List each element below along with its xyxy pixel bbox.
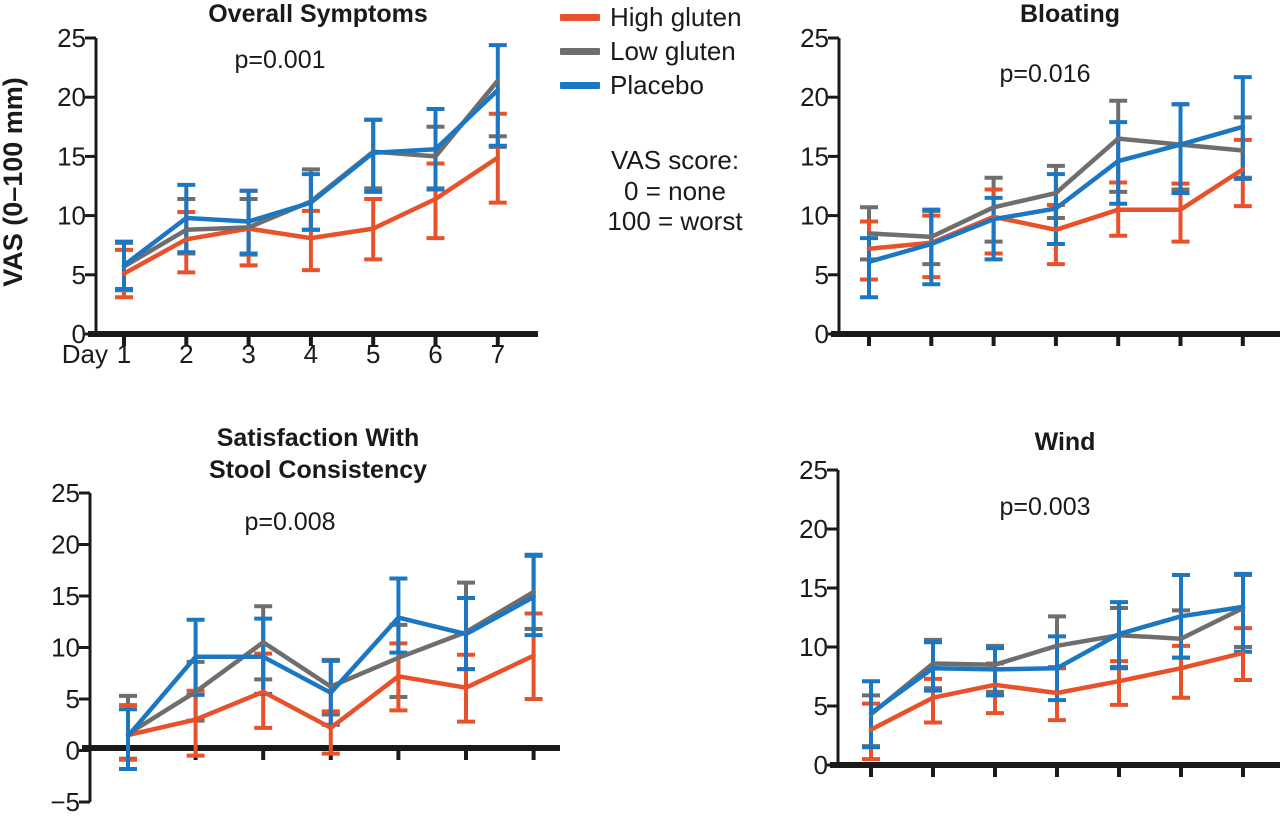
legend-item-placebo: Placebo — [560, 68, 790, 102]
y-tick-label: 5 — [72, 260, 86, 290]
x-tick-label: 1 — [117, 339, 131, 369]
chart-panel-wind: Wind p=0.003 0 5 10 15 20 25 — [780, 420, 1280, 828]
panel-title-wind: Wind — [1035, 428, 1096, 456]
y-tick-label: 25 — [800, 23, 829, 53]
plot-area-wind: 0 5 10 15 20 25 — [799, 455, 1280, 780]
panel-title-satisfaction-line1: Satisfaction With — [217, 424, 420, 452]
y-tick-label: 25 — [799, 455, 828, 485]
series-line-placebo — [125, 594, 536, 739]
y-tick-label: 5 — [815, 260, 829, 290]
y-tick-label: 10 — [57, 201, 86, 231]
y-tick-label: 10 — [800, 201, 829, 231]
y-tick-label: 0 — [72, 319, 86, 349]
legend-label-low-gluten: Low gluten — [610, 36, 736, 66]
series-line-high-gluten — [125, 653, 536, 738]
legend-label-high-gluten: High gluten — [610, 2, 742, 32]
legend-label-placebo: Placebo — [610, 70, 704, 100]
y-tick-label: 0 — [814, 750, 828, 780]
y-tick-label: 25 — [57, 23, 86, 53]
vas-score-note: VAS score: 0 = none 100 = worst — [560, 145, 790, 265]
legend-item-low-gluten: Low gluten — [560, 34, 790, 68]
legend: High gluten Low gluten Placebo — [560, 0, 790, 120]
y-axis-label: VAS (0–100 mm) — [0, 77, 28, 287]
x-tick-label: 2 — [179, 339, 193, 369]
series-line-low-gluten — [868, 605, 1246, 717]
p-value-overall-symptoms: p=0.001 — [234, 46, 325, 74]
panel-title-overall-symptoms: Overall Symptoms — [208, 0, 428, 28]
vas-note-line-2: 0 = none — [624, 175, 726, 206]
x-tick-label: 4 — [304, 339, 318, 369]
x-tick-label: 3 — [241, 339, 255, 369]
y-tick-label: 20 — [799, 514, 828, 544]
y-tick-label: 20 — [800, 82, 829, 112]
x-tick-label: 6 — [428, 339, 442, 369]
y-tick-label: −5 — [50, 787, 80, 817]
p-value-wind: p=0.003 — [999, 493, 1090, 521]
plot-area-overall-symptoms: 0 5 10 15 20 25 1 2 3 4 5 6 7 — [57, 23, 538, 369]
plot-area-bloating: 0 5 10 15 20 25 — [800, 23, 1280, 349]
series-line-high-gluten — [121, 155, 501, 276]
satisfaction-svg: Satisfaction With Stool Consistency p=0.… — [50, 424, 560, 817]
series-line-high-gluten — [868, 650, 1246, 732]
chart-panel-satisfaction-with-stool-consistency: Satisfaction With Stool Consistency p=0.… — [0, 420, 570, 828]
y-tick-label: 20 — [57, 82, 86, 112]
x-tick-label: 7 — [491, 339, 505, 369]
y-tick-label: 0 — [66, 736, 80, 766]
vas-note-line-3: 100 = worst — [607, 206, 743, 237]
wind-svg: Wind p=0.003 0 5 10 15 20 25 — [799, 428, 1280, 780]
y-tick-label: 5 — [814, 691, 828, 721]
y-tick-label: 15 — [57, 141, 86, 171]
x-tick-label: 5 — [366, 339, 380, 369]
y-tick-label: 10 — [799, 632, 828, 662]
y-tick-label: 5 — [66, 684, 80, 714]
y-tick-label: 20 — [51, 530, 80, 560]
p-value-bloating: p=0.016 — [999, 60, 1090, 88]
bloating-svg: Bloating p=0.016 0 5 10 15 20 25 — [800, 0, 1280, 349]
series-line-placebo — [868, 604, 1246, 716]
series-line-placebo — [866, 124, 1246, 265]
legend-swatch-placebo — [560, 81, 600, 89]
y-tick-label: 25 — [51, 478, 80, 508]
y-tick-label: 15 — [799, 573, 828, 603]
y-tick-label: 10 — [51, 633, 80, 663]
overall-symptoms-svg: VAS (0–100 mm) Overall Symptoms p=0.001 … — [0, 0, 538, 369]
y-tick-label: 15 — [51, 581, 80, 611]
vas-note-line-1: VAS score: — [610, 145, 740, 175]
panel-title-bloating: Bloating — [1020, 0, 1120, 28]
legend-item-high-gluten: High gluten — [560, 0, 790, 34]
chart-panel-overall-symptoms: VAS (0–100 mm) Overall Symptoms p=0.001 … — [0, 0, 560, 400]
series-line-placebo — [121, 87, 501, 268]
legend-swatch-high-gluten — [560, 13, 600, 21]
x-axis-day-label: Day — [62, 339, 108, 369]
panel-title-satisfaction-line2: Stool Consistency — [209, 456, 427, 484]
p-value-satisfaction: p=0.008 — [244, 508, 335, 536]
plot-area-satisfaction: −5 0 5 10 15 20 25 — [50, 478, 560, 817]
y-tick-label: 0 — [815, 319, 829, 349]
y-tick-label: 15 — [800, 141, 829, 171]
chart-panel-bloating: Bloating p=0.016 0 5 10 15 20 25 — [780, 0, 1280, 360]
legend-swatch-low-gluten — [560, 47, 600, 55]
